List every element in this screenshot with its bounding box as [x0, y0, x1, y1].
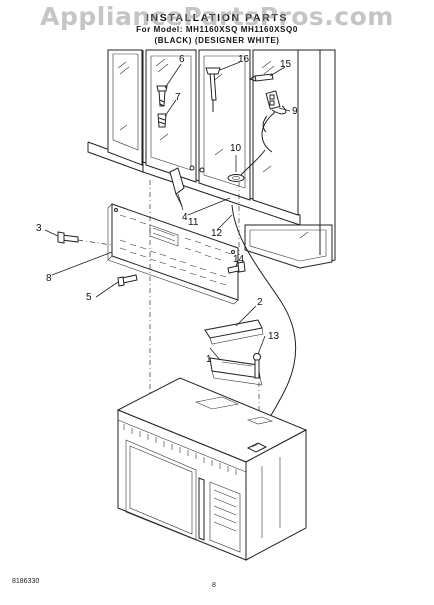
color-subtitle: (BLACK) (DESIGNER WHITE)	[154, 36, 280, 45]
part-1-damper-housing	[209, 357, 263, 386]
part-14-screw	[227, 261, 246, 274]
part-13-screw	[253, 353, 261, 379]
part-7-washer	[157, 113, 167, 128]
part-8-mounting-plate	[107, 203, 239, 305]
callout-numbers: 1 2 3 4 5 6 7 8 9 10 11 12 13 14 15 16	[36, 54, 298, 365]
callout-12: 12	[211, 228, 223, 239]
callout-5: 5	[86, 292, 92, 303]
callout-2: 2	[257, 297, 263, 308]
model-subtitle: For Model: MH1160XSQ MH1160XSQ0	[136, 25, 298, 34]
callout-13: 13	[268, 331, 280, 342]
upper-cabinets	[87, 49, 336, 269]
footer-part-code: 8186330	[12, 578, 40, 585]
part-5-screw	[117, 274, 138, 287]
part-6-bolt	[156, 85, 168, 107]
callout-16: 16	[238, 54, 250, 65]
alignment-lines	[149, 180, 260, 422]
page-title: INSTALLATION PARTS	[146, 12, 288, 24]
watermark: AppliancePartsPros.com	[40, 2, 394, 31]
power-cord	[231, 105, 297, 431]
leader-lines	[44, 61, 291, 361]
footer-page-number: 8	[212, 582, 216, 589]
part-16-toggle-bolt	[205, 67, 221, 112]
power-outlet	[265, 90, 281, 110]
part-2-damper	[204, 319, 264, 345]
callout-6: 6	[179, 54, 185, 65]
callout-4: 4	[182, 212, 188, 223]
microwave-oven	[116, 377, 308, 561]
callout-14: 14	[233, 254, 245, 265]
callout-9: 9	[292, 106, 298, 117]
plate-slot-pattern	[119, 214, 232, 286]
callout-1: 1	[206, 354, 212, 365]
part-3-screw	[57, 231, 113, 246]
callout-11: 11	[188, 217, 199, 228]
part-15-screw	[248, 73, 274, 82]
callout-7: 7	[175, 92, 181, 103]
callout-10: 10	[230, 143, 242, 154]
callout-8: 8	[46, 273, 52, 284]
callout-3: 3	[36, 223, 42, 234]
cabinet-hole-grommet	[227, 174, 245, 182]
callout-15: 15	[280, 59, 292, 70]
